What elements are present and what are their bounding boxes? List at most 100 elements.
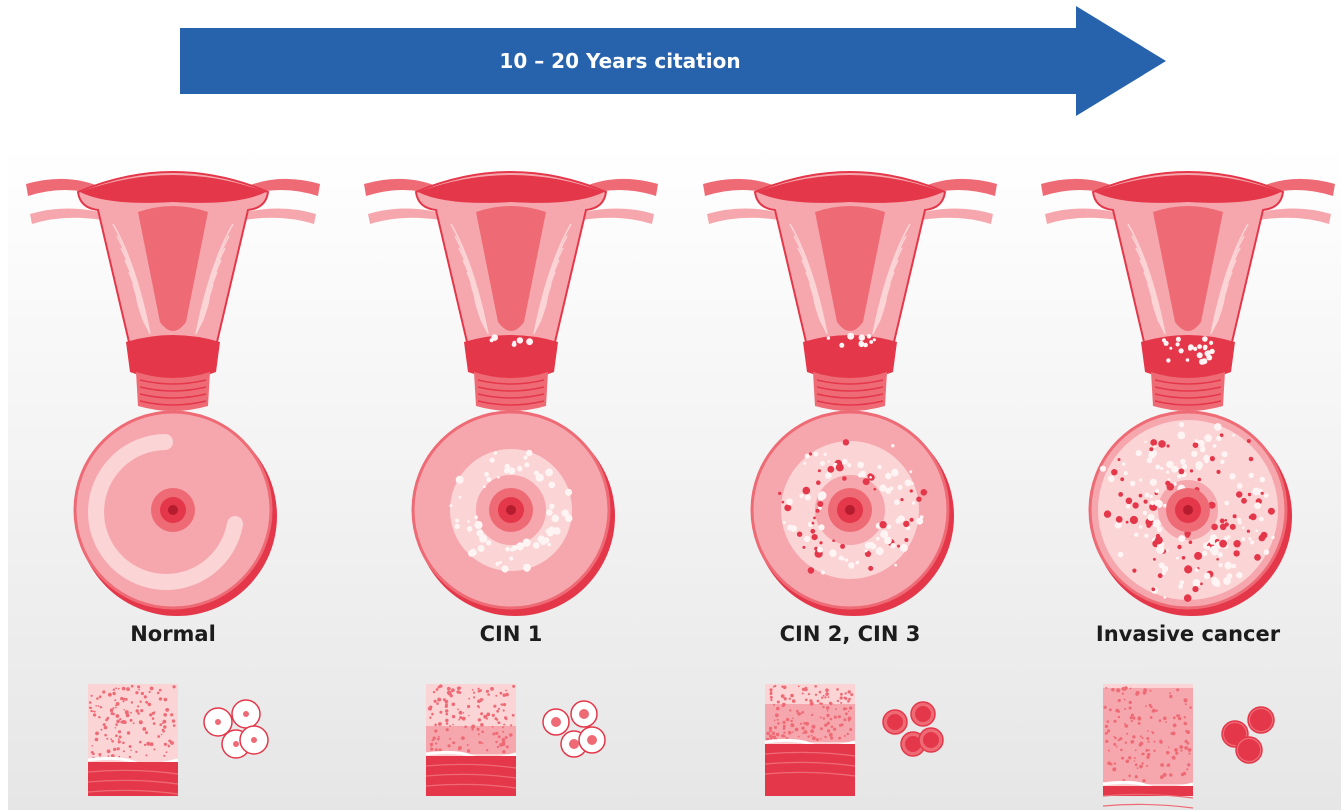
epithelial-cell-dot xyxy=(773,704,775,706)
tissue-section xyxy=(765,684,855,796)
lesion-spot xyxy=(1171,466,1178,473)
epithelial-cell-dot xyxy=(1166,765,1168,767)
epithelial-cell-dot xyxy=(1142,779,1145,782)
cervix-lesion-dot xyxy=(867,334,872,339)
epithelial-cell-dot xyxy=(783,725,786,728)
epithelial-cell-dot xyxy=(107,749,111,753)
epithelial-cell-dot xyxy=(826,706,829,709)
lesion-spot xyxy=(523,539,531,547)
epithelial-cell-dot xyxy=(482,742,484,744)
epithelial-cell-dot xyxy=(113,689,115,691)
lesion-spot xyxy=(1189,540,1193,544)
epithelial-cell-dot xyxy=(99,695,102,698)
epithelial-cell-dot xyxy=(1172,756,1176,760)
lesion-spot xyxy=(1136,450,1142,456)
epithelial-cell-dot xyxy=(810,702,814,706)
lesion-spot xyxy=(1190,469,1193,472)
lesion-spot xyxy=(817,501,823,507)
lesion-spot xyxy=(1264,493,1269,498)
lesion-spot xyxy=(540,540,546,546)
cervix-ring xyxy=(1141,335,1235,380)
cell-nucleus xyxy=(251,737,257,743)
stage-illustration xyxy=(8,144,338,810)
lesion-spot xyxy=(1179,422,1184,427)
cell-nucleus xyxy=(569,739,579,749)
epithelial-cell-dot xyxy=(815,694,817,696)
lesion-spot xyxy=(467,526,473,532)
stages-panel: Normal CIN 1 CIN 2, CIN 3 Invasive cance… xyxy=(8,144,1341,810)
cervix-lesion-dot xyxy=(1209,341,1213,345)
lesion-spot xyxy=(1143,511,1147,515)
epithelial-cell-dot xyxy=(1154,741,1156,743)
cervix-lesion-dot xyxy=(1197,352,1203,358)
epithelial-cell-dot xyxy=(1150,690,1152,692)
epithelial-cell-dot xyxy=(167,745,169,747)
epithelial-cell-dot xyxy=(447,687,451,691)
epithelial-cell-dot xyxy=(1129,701,1132,704)
epithelial-cell-dot xyxy=(770,691,772,693)
epithelial-cell-dot xyxy=(841,723,844,726)
epithelial-cell-dot xyxy=(1139,742,1143,746)
epithelial-cell-dot xyxy=(459,716,462,719)
epithelial-cell-dot xyxy=(1176,714,1179,717)
epithelial-cell-dot xyxy=(477,688,479,690)
epithelial-cell-dot xyxy=(1129,707,1132,710)
lesion-spot xyxy=(1236,572,1242,578)
lesion-spot xyxy=(1252,488,1260,496)
lesion-spot xyxy=(545,469,553,477)
epithelial-cell-dot xyxy=(819,702,821,704)
lesion-spot xyxy=(812,534,818,540)
lesion-spot xyxy=(900,544,908,552)
lesion-spot xyxy=(449,504,452,507)
lesion-spot xyxy=(1218,552,1223,557)
stage-cin1: CIN 1 xyxy=(346,144,676,810)
cervix-lesion-dot xyxy=(491,334,498,341)
epithelial-cell-dot xyxy=(777,701,780,704)
epithelial-cell-dot xyxy=(437,738,440,741)
epithelial-cell-dot xyxy=(472,689,474,691)
lesion-spot xyxy=(802,546,805,549)
epithelial-cell-dot xyxy=(781,694,785,698)
lesion-spot xyxy=(874,488,877,491)
epithelial-cell-dot xyxy=(101,729,103,731)
uterus-illustration xyxy=(364,172,658,411)
lesion-spot xyxy=(1158,573,1163,578)
epithelial-cell-dot xyxy=(820,717,822,719)
epithelial-cell-dot xyxy=(468,715,470,717)
epithelial-cell-dot xyxy=(792,699,796,703)
fundus-band xyxy=(80,175,266,203)
epithelial-cell-dot xyxy=(435,748,438,751)
epithelial-cell-dot xyxy=(505,693,509,697)
epithelial-cell-dot xyxy=(439,711,442,714)
lesion-spot xyxy=(1233,540,1240,547)
epithelial-cell-dot xyxy=(769,688,772,691)
epithelial-cell-dot xyxy=(492,733,495,736)
epithelial-cell-dot xyxy=(113,748,116,751)
epithelial-cell-dot xyxy=(1109,708,1112,711)
lesion-spot xyxy=(1166,549,1168,551)
epithelial-cell-dot xyxy=(816,738,819,741)
epithelial-cell-dot xyxy=(495,695,497,697)
right-ligament xyxy=(582,208,654,224)
lesion-spot xyxy=(1202,551,1207,556)
lesion-spot xyxy=(1254,554,1261,561)
epithelial-cell-dot xyxy=(802,711,805,714)
lesion-spot xyxy=(904,538,908,542)
lesion-spot xyxy=(1210,539,1215,544)
cervix-lesion-dot xyxy=(1203,345,1208,350)
epithelial-cell-dot xyxy=(811,735,813,737)
epithelial-cell-dot xyxy=(1118,716,1120,718)
lesion-spot xyxy=(552,515,560,523)
epithelial-cell-dot xyxy=(164,698,168,702)
epithelial-cell-dot xyxy=(122,687,126,691)
arrow-label: 10 – 20 Years citation xyxy=(180,28,1060,94)
epithelial-cell-dot xyxy=(135,751,137,753)
epithelial-cell-dot xyxy=(1113,736,1115,738)
lesion-spot xyxy=(912,501,915,504)
epithelial-cell-dot xyxy=(503,703,506,706)
epithelial-cell-dot xyxy=(783,732,785,734)
epithelial-cell-dot xyxy=(783,686,787,690)
epithelial-cell-dot xyxy=(790,720,792,722)
epithelial-cell-dot xyxy=(459,691,462,694)
epithelial-cell-dot xyxy=(435,742,437,744)
